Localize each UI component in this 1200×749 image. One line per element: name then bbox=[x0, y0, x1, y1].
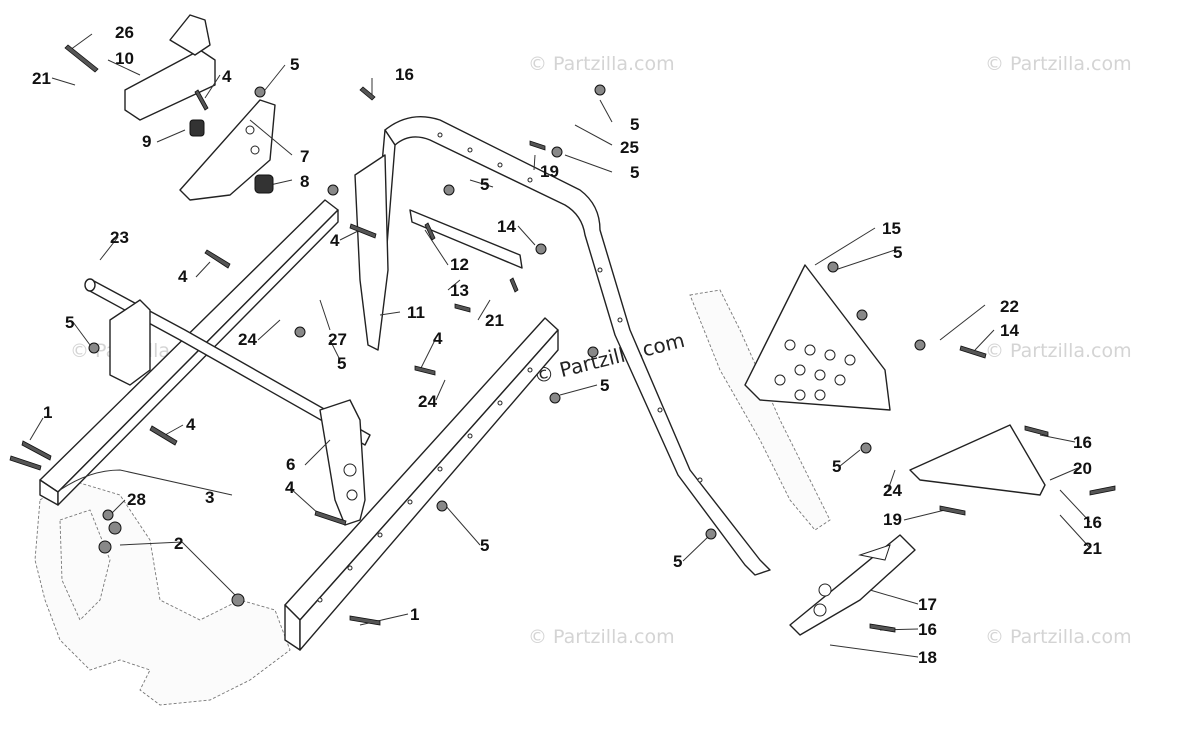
callout-10[interactable]: 10 bbox=[115, 49, 134, 68]
callout-5[interactable]: 5 bbox=[673, 552, 682, 571]
callout-23[interactable]: 23 bbox=[110, 228, 129, 247]
callout-7[interactable]: 7 bbox=[300, 147, 309, 166]
callout-21[interactable]: 21 bbox=[485, 311, 504, 330]
callout-25[interactable]: 25 bbox=[620, 138, 639, 157]
callout-16[interactable]: 16 bbox=[1073, 433, 1092, 452]
callout-24[interactable]: 24 bbox=[883, 481, 902, 500]
watermark: © Partzilla.com bbox=[528, 626, 675, 648]
callout-20[interactable]: 20 bbox=[1073, 459, 1092, 478]
callouts: 26 10 21 4 5 9 7 8 16 5 25 19 5 5 14 12 … bbox=[32, 23, 1102, 667]
callout-1[interactable]: 1 bbox=[43, 403, 52, 422]
callout-16[interactable]: 16 bbox=[918, 620, 937, 639]
watermark: © Partzilla.com bbox=[985, 53, 1132, 75]
callout-5[interactable]: 5 bbox=[480, 175, 489, 194]
plate-17 bbox=[789, 534, 916, 636]
callout-1[interactable]: 1 bbox=[410, 605, 419, 624]
callout-17[interactable]: 17 bbox=[918, 595, 937, 614]
callout-21[interactable]: 21 bbox=[1083, 539, 1102, 558]
callout-14[interactable]: 14 bbox=[1000, 321, 1019, 340]
callout-11[interactable]: 11 bbox=[407, 303, 425, 322]
frame-rail-3 bbox=[284, 317, 559, 651]
callout-2[interactable]: 2 bbox=[174, 534, 183, 553]
callout-21[interactable]: 21 bbox=[32, 69, 51, 88]
callout-26[interactable]: 26 bbox=[115, 23, 134, 42]
bracket-11 bbox=[354, 154, 389, 351]
callout-6[interactable]: 6 bbox=[286, 455, 295, 474]
callout-19[interactable]: 19 bbox=[883, 510, 902, 529]
plate-12 bbox=[409, 209, 523, 269]
watermark: © Partzilla.com bbox=[985, 340, 1132, 362]
callout-5[interactable]: 5 bbox=[630, 163, 639, 182]
callout-13[interactable]: 13 bbox=[450, 281, 469, 300]
callout-5[interactable]: 5 bbox=[893, 243, 902, 262]
callout-5[interactable]: 5 bbox=[480, 536, 489, 555]
callout-19[interactable]: 19 bbox=[540, 162, 559, 181]
callout-5[interactable]: 5 bbox=[600, 376, 609, 395]
module-10 bbox=[124, 14, 216, 121]
callout-5[interactable]: 5 bbox=[337, 354, 346, 373]
callout-9[interactable]: 9 bbox=[142, 132, 151, 151]
plate-15 bbox=[744, 264, 891, 411]
callout-16[interactable]: 16 bbox=[1083, 513, 1102, 532]
callout-4[interactable]: 4 bbox=[433, 329, 443, 348]
watermark: © Partzilla.com bbox=[528, 53, 675, 75]
callout-15[interactable]: 15 bbox=[882, 219, 901, 238]
callout-24[interactable]: 24 bbox=[418, 392, 437, 411]
callout-22[interactable]: 22 bbox=[1000, 297, 1019, 316]
callout-28[interactable]: 28 bbox=[127, 490, 146, 509]
callout-14[interactable]: 14 bbox=[497, 217, 516, 236]
frame-ghost bbox=[34, 289, 831, 706]
callout-3[interactable]: 3 bbox=[205, 488, 214, 507]
cross-tube bbox=[84, 278, 371, 446]
callout-5[interactable]: 5 bbox=[630, 115, 639, 134]
callout-8[interactable]: 8 bbox=[300, 172, 309, 191]
callout-4[interactable]: 4 bbox=[222, 67, 232, 86]
callout-12[interactable]: 12 bbox=[450, 255, 469, 274]
callout-5[interactable]: 5 bbox=[290, 55, 299, 74]
callout-5[interactable]: 5 bbox=[65, 313, 74, 332]
plate-7 bbox=[179, 99, 276, 201]
watermark: © Partzilla.com bbox=[985, 626, 1132, 648]
tunnel-rail bbox=[39, 199, 339, 506]
hardware bbox=[9, 44, 1116, 633]
callout-4[interactable]: 4 bbox=[178, 267, 188, 286]
callout-18[interactable]: 18 bbox=[918, 648, 937, 667]
callout-4[interactable]: 4 bbox=[330, 231, 340, 250]
callout-4[interactable]: 4 bbox=[285, 478, 295, 497]
callout-5[interactable]: 5 bbox=[832, 457, 841, 476]
callout-27[interactable]: 27 bbox=[328, 330, 347, 349]
bracket-20 bbox=[909, 424, 1046, 496]
callout-24[interactable]: 24 bbox=[238, 330, 257, 349]
callout-16[interactable]: 16 bbox=[395, 65, 414, 84]
callout-4[interactable]: 4 bbox=[186, 415, 196, 434]
bracket-6 bbox=[319, 399, 366, 526]
bracket-left bbox=[109, 299, 151, 386]
